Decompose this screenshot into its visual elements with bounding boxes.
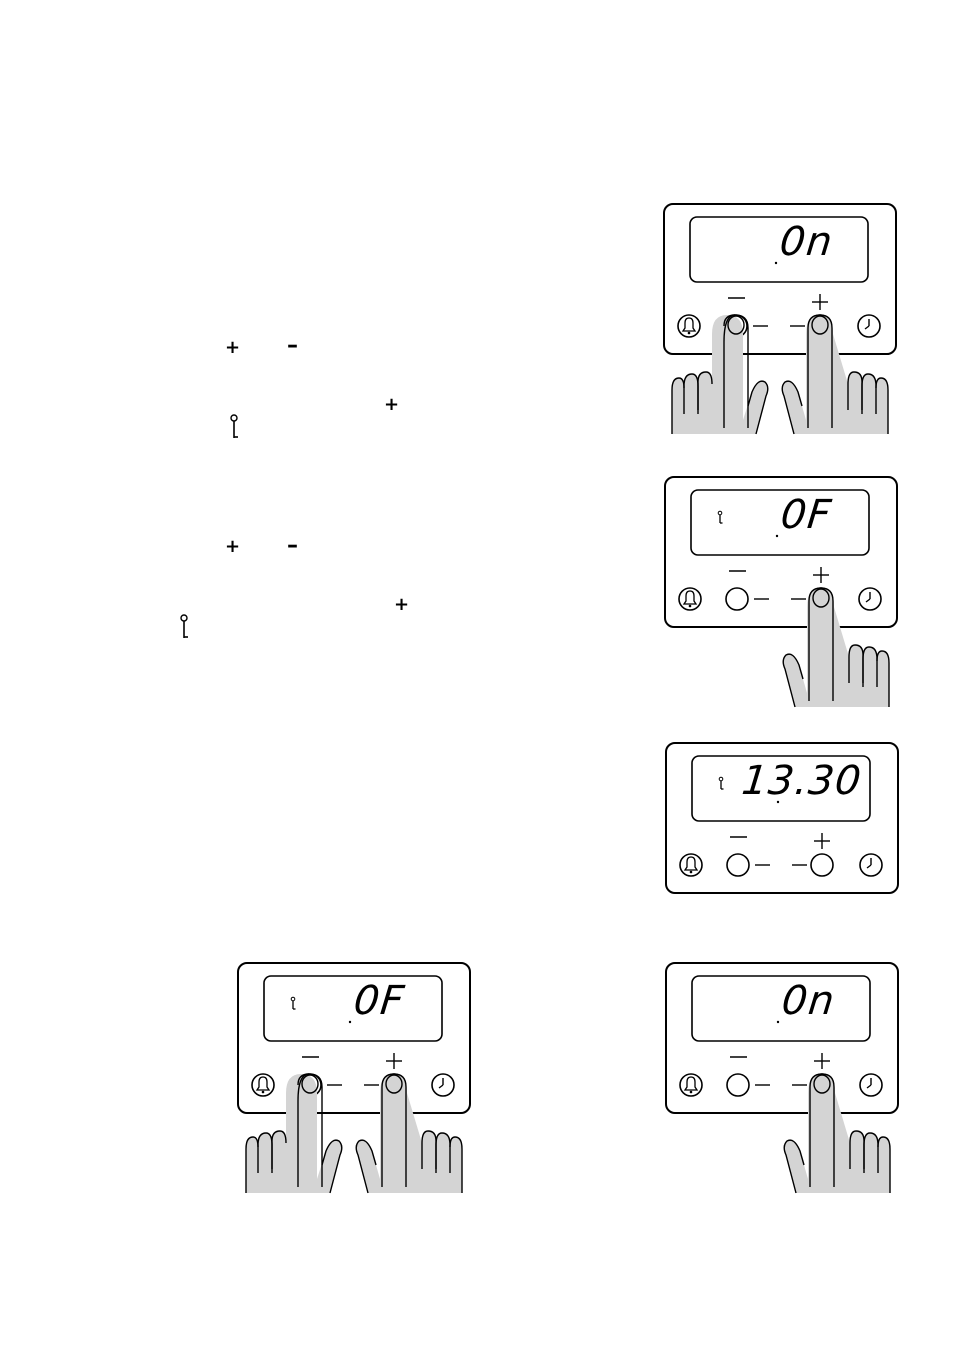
lcd-readout: 0n xyxy=(778,222,835,262)
key-icon xyxy=(179,614,189,640)
lcd-readout: 0F xyxy=(352,981,407,1021)
plus-symbol: + xyxy=(225,538,240,556)
minus-button xyxy=(727,854,749,876)
clock-icon xyxy=(859,588,881,610)
clock-icon xyxy=(858,315,880,337)
timer-panel-3: 13.30 xyxy=(664,741,900,975)
lcd-readout: 0F xyxy=(779,495,834,535)
bell-icon xyxy=(680,854,702,876)
plus-symbol: + xyxy=(225,339,240,357)
minus-button xyxy=(726,588,748,610)
bell-icon xyxy=(252,1074,274,1096)
bell-icon xyxy=(679,588,701,610)
timer-panel-1: 0n xyxy=(662,202,898,436)
bell-icon xyxy=(680,1074,702,1096)
minus-symbol: – xyxy=(287,535,298,557)
plus-button xyxy=(811,854,833,876)
lcd-readout: 13.30 xyxy=(740,761,864,801)
clock-icon xyxy=(432,1074,454,1096)
timer-panel-2: 0F xyxy=(663,475,899,709)
clock-icon xyxy=(860,854,882,876)
plus-symbol: + xyxy=(384,396,399,414)
timer-panel-5: 0n xyxy=(664,961,900,1195)
timer-panel-4: 0F xyxy=(236,961,472,1195)
clock-icon xyxy=(860,1074,882,1096)
minus-symbol: – xyxy=(287,335,298,357)
plus-symbol: + xyxy=(394,596,409,614)
bell-icon xyxy=(678,315,700,337)
lcd-readout: 0n xyxy=(780,981,837,1021)
minus-button xyxy=(727,1074,749,1096)
key-icon xyxy=(229,414,239,440)
